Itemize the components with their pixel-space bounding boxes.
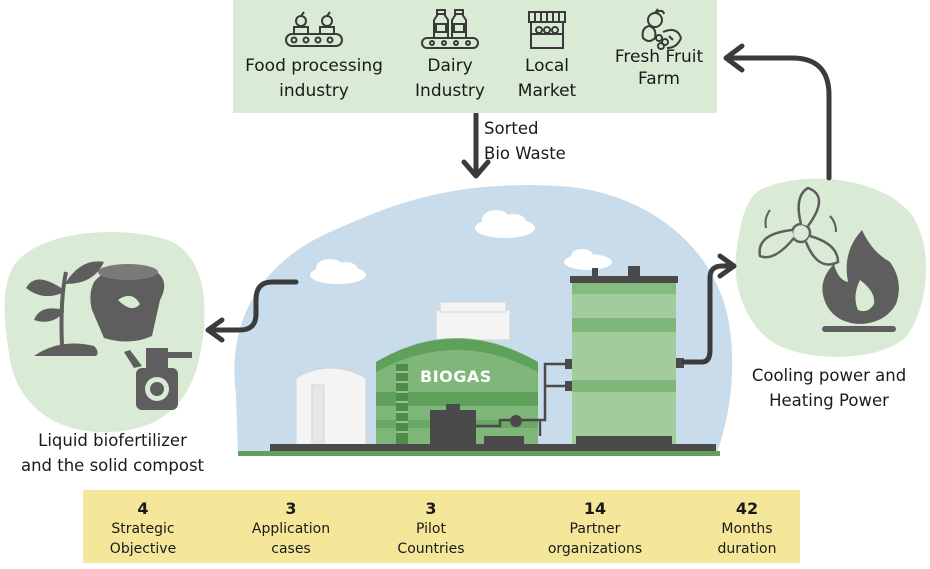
cloud-icon	[475, 210, 535, 238]
market-stall-icon	[528, 11, 566, 49]
arrow-to-fertilizer	[205, 279, 299, 343]
cloud-icon	[564, 249, 612, 270]
source-dairy: Dairy Industry	[407, 8, 493, 104]
conveyor-apples-icon	[285, 11, 343, 47]
stat-value: 4	[137, 499, 149, 518]
stat-value: 3	[285, 499, 297, 518]
fertilizer-caption: Liquid biofertilizer and the solid compo…	[20, 431, 205, 475]
stat-value: 3	[425, 499, 437, 518]
stat-pilot-countries: 3 Pilot Countries	[381, 499, 481, 559]
source-label: Fresh Fruit Farm	[614, 47, 704, 89]
valve-wheel	[510, 415, 522, 427]
cloud-icon	[310, 259, 366, 284]
stat-label: Pilot Countries	[397, 521, 465, 557]
source-local-market: Local Market	[511, 8, 583, 104]
stat-value: 42	[735, 499, 759, 518]
stat-label: Application cases	[251, 521, 331, 557]
stat-value: 14	[583, 499, 607, 518]
ground-grass	[238, 451, 720, 456]
energy-caption: Cooling power and Heating Power	[751, 366, 907, 410]
sprayer-bottle-icon	[124, 348, 192, 410]
flame-icon	[822, 230, 899, 332]
ground-dark	[270, 444, 716, 451]
stat-partner-organizations: 14 Partner organizations	[530, 499, 660, 559]
source-fruit-farm: Fresh Fruit Farm	[603, 8, 715, 90]
cooling-fan-icon	[758, 186, 840, 266]
source-label: Food processing industry	[245, 56, 383, 101]
stat-label: Months duration	[717, 521, 777, 557]
arrow-return-to-sources	[723, 43, 832, 181]
fruit-basket-icon	[641, 8, 683, 50]
arrow-sorted-waste	[461, 111, 491, 179]
sorted-bio-waste-label: Sorted Bio Waste	[484, 119, 566, 163]
stat-label: Strategic Objective	[109, 521, 177, 557]
digester-tank	[570, 266, 678, 447]
biogas-sign-text: BIOGAS	[420, 367, 492, 386]
pump-machinery	[430, 404, 524, 446]
stat-strategic-objectives: 4 Strategic Objective	[93, 499, 193, 559]
compost-sack-icon	[90, 264, 165, 342]
stat-label: Partner organizations	[547, 521, 643, 557]
source-food-processing: Food processing industry	[238, 8, 390, 104]
biogas-tank	[376, 338, 538, 445]
milk-bottles-icon	[421, 9, 479, 49]
arrow-to-energy	[681, 253, 737, 365]
white-silo-back	[435, 301, 511, 341]
project-stats-bar: 4 Strategic Objective 3 Application case…	[83, 490, 800, 563]
biogas-sign: BIOGAS	[420, 367, 492, 386]
stat-months-duration: 42 Months duration	[697, 499, 797, 559]
plant-sprout-icon	[26, 261, 104, 356]
stat-application-cases: 3 Application cases	[241, 499, 341, 559]
white-silo-left	[295, 367, 367, 449]
source-label: Local Market	[517, 56, 577, 101]
pipes	[476, 362, 568, 436]
waste-sources-panel: Food processing industry Dairy Industry	[233, 0, 717, 113]
source-label: Dairy Industry	[415, 56, 485, 101]
